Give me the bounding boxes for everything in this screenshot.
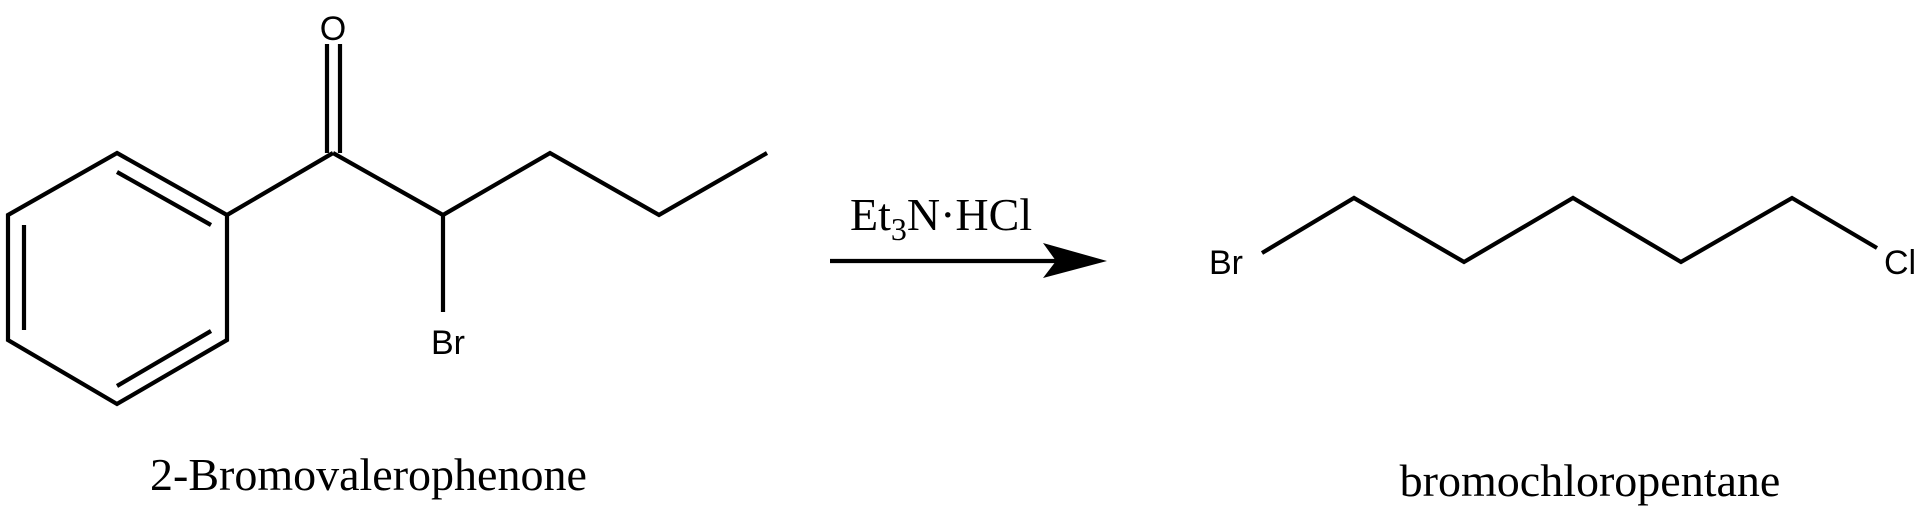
benzene-ring [5,150,230,407]
product-bromine-label: Br [1209,244,1243,282]
reactant-bromine-label: Br [431,324,465,362]
pentane-chain [1260,195,1879,265]
product-structure: Br Cl [1209,195,1916,282]
ring-carbonyl-bond [225,151,335,217]
propyl-chain [441,150,769,218]
reagent-subscript: 3 [891,211,907,247]
carbonyl-double-bond [324,44,343,153]
carbonyl-alpha-bond [331,151,445,217]
reagent-suffix: N·HCl [907,189,1032,240]
arrow-head-icon [1043,243,1107,278]
product-name: bromochloropentane [1400,455,1781,506]
chlorine-label: Cl [1884,244,1916,282]
reactant-structure: O Br [5,10,769,407]
reagent-prefix: Et [850,189,891,240]
reactant-name: 2-Bromovalerophenone [150,449,587,500]
oxygen-label: O [320,10,346,48]
reagent-label: Et3N·HCl [850,189,1032,247]
reaction-arrow-group: Et3N·HCl [830,189,1107,278]
